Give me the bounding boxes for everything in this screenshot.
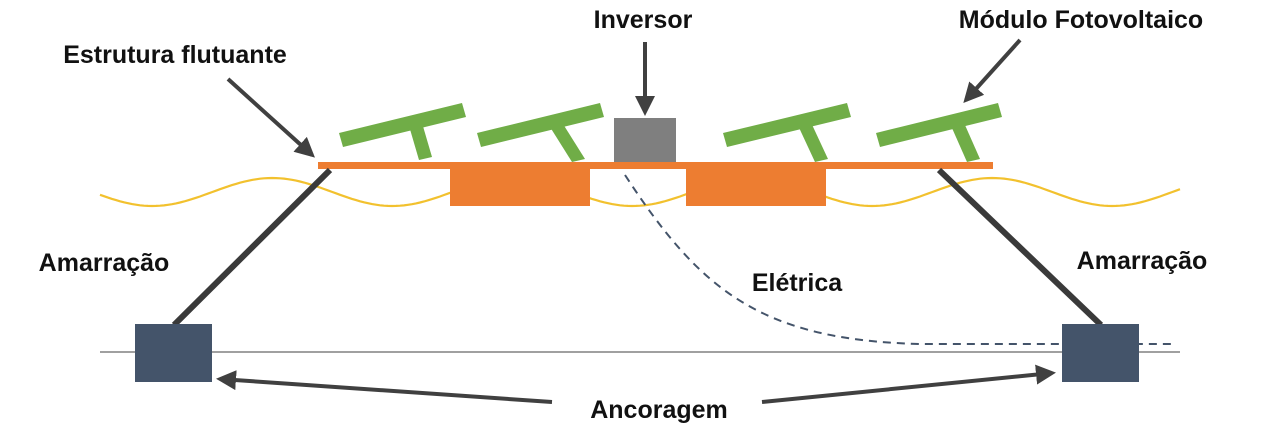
structure-arrow: [226, 77, 315, 158]
pv-module-3: [723, 103, 851, 162]
pontoon-left: [450, 169, 590, 206]
pv-module-2: [477, 103, 604, 162]
pv-module-1: [339, 103, 466, 160]
pv-module-arrow: [963, 38, 1022, 103]
anchor-block-right: [1062, 324, 1139, 382]
electrical-label: Elétrica: [752, 269, 843, 297]
water-surface-wave: [99, 176, 1181, 208]
mooring-line-right: [936, 167, 1104, 328]
anchoring-label: Ancoragem: [590, 396, 728, 424]
pv-module-4: [876, 103, 1002, 162]
inverter-label: Inversor: [594, 6, 693, 34]
anchor-block-left: [135, 324, 212, 382]
pv-module-label: Módulo Fotovoltaico: [959, 6, 1203, 34]
mooring-line-left: [171, 167, 333, 328]
inverter-box: [614, 118, 676, 162]
mooring-label-right: Amarração: [1077, 247, 1208, 275]
anchoring-arrow-left: [216, 370, 553, 404]
floating-structure-label: Estrutura flutuante: [63, 41, 287, 69]
anchoring-arrow-right: [761, 364, 1056, 404]
floating-platform: [318, 162, 993, 169]
pontoon-right: [686, 169, 826, 206]
mooring-label-left: Amarração: [39, 249, 170, 277]
